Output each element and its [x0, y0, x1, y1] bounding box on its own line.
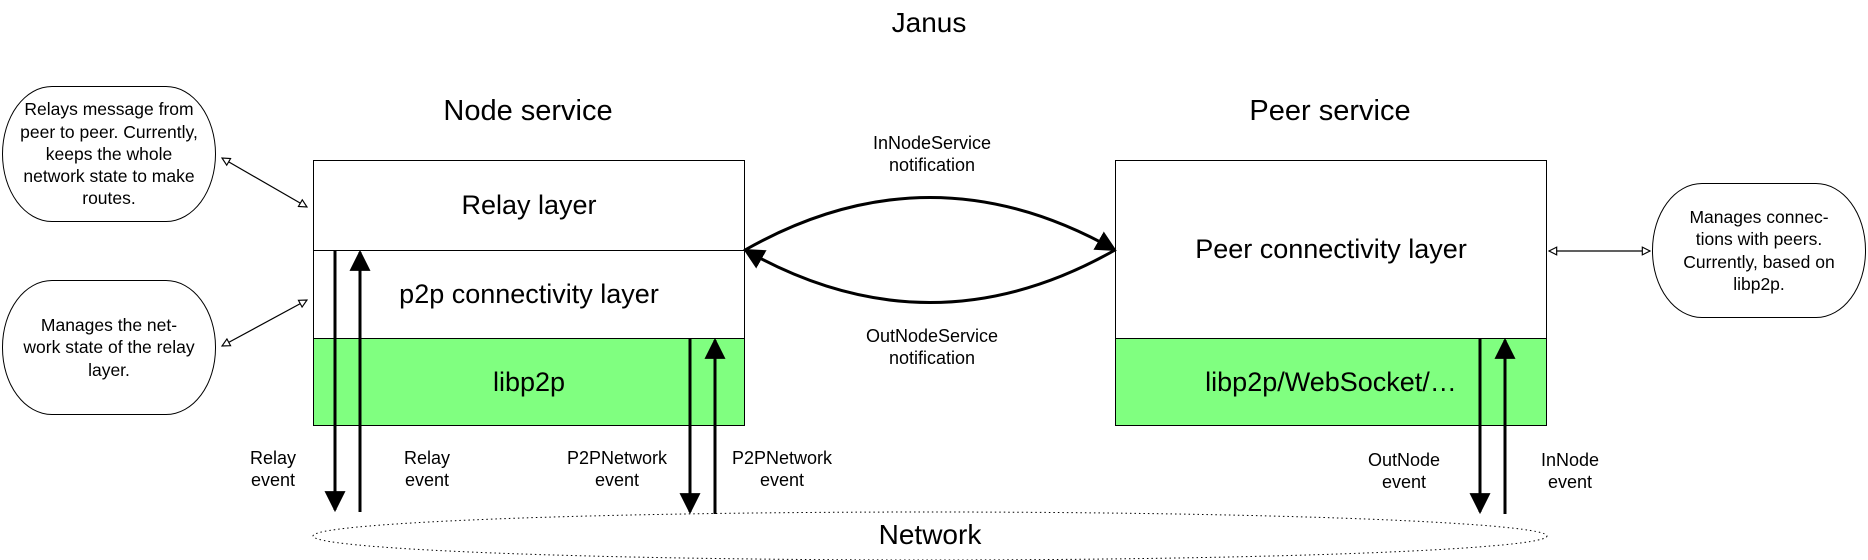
relay-layer-note: Relays message from peer to peer. Curren…: [2, 86, 216, 222]
relay-event-down-label: Relay event: [249, 448, 297, 490]
peer-connectivity-note: Manages connec- tions with peers. Curren…: [1652, 183, 1866, 318]
peer-service-heading: Peer service: [1249, 95, 1411, 127]
network-ellipse: [312, 511, 1548, 560]
peer-connectivity-layer-label: Peer connectivity layer: [1195, 234, 1467, 264]
in-node-service-notification-label: InNodeService notification: [872, 133, 992, 175]
p2p-connectivity-layer-label: p2p connectivity layer: [399, 279, 659, 309]
libp2p-transport-box: libp2p: [313, 338, 745, 426]
peer-transport-box: libp2p/WebSocket/…: [1115, 338, 1547, 426]
p2p-connectivity-layer-box: p2p connectivity layer: [313, 250, 745, 339]
network-label: Network: [878, 519, 982, 550]
relay-layer-label: Relay layer: [461, 190, 597, 220]
out-node-service-notification-arrow: [743, 248, 1116, 304]
node-service-heading: Node service: [443, 95, 613, 127]
out-node-event-label: OutNode event: [1367, 450, 1441, 492]
out-node-service-notification-label: OutNodeService notification: [865, 326, 999, 368]
diagram-title: Janus: [891, 7, 967, 38]
peer-transport-label: libp2p/WebSocket/…: [1205, 366, 1457, 397]
p2pnetwork-event-down-label: P2PNetwork event: [566, 448, 668, 490]
p2p-note-connector: [222, 300, 307, 346]
peer-connectivity-layer-box: Peer connectivity layer: [1115, 160, 1547, 339]
in-node-event-label: InNode event: [1540, 450, 1600, 492]
relay-note-connector: [222, 158, 307, 207]
p2pnetwork-event-up-label: P2PNetwork event: [731, 448, 833, 490]
in-node-service-notification-arrow: [744, 196, 1117, 252]
relay-event-up-label: Relay event: [403, 448, 451, 490]
p2p-layer-note: Manages the net- work state of the relay…: [2, 280, 216, 415]
libp2p-transport-label: libp2p: [492, 366, 566, 397]
relay-layer-box: Relay layer: [313, 160, 745, 251]
